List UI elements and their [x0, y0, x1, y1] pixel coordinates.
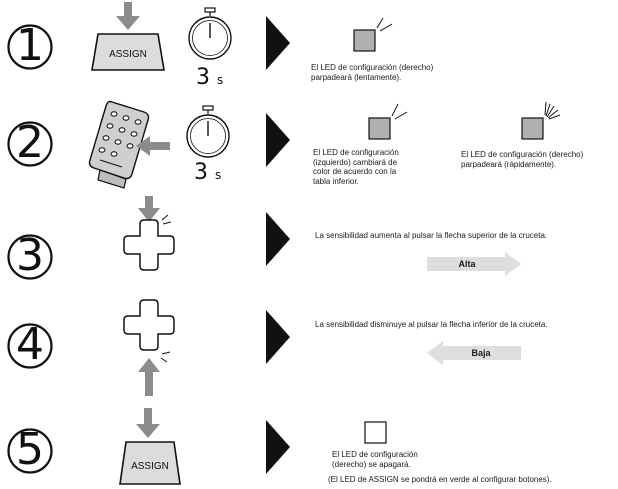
sensitivity-low-arrow: Baja	[427, 341, 521, 365]
remote-control-press	[86, 98, 186, 190]
led-right-blink-slow	[352, 12, 400, 57]
stopwatch-icon	[186, 105, 230, 158]
step4-result-text: La sensibilidad disminuye al pulsar la f…	[315, 320, 548, 329]
assign-button-press-2: ASSIGN	[118, 408, 198, 485]
step2-right-result-text: El LED de configuración (derecho) parpad…	[461, 150, 584, 169]
dpad-up-press	[116, 196, 186, 278]
dpad-icon	[123, 299, 175, 396]
step5-note-text: (El LED de ASSIGN se pondrá en verde al …	[328, 475, 552, 484]
step-number-1: 1	[6, 23, 54, 76]
next-triangle-icon	[266, 310, 290, 364]
led-left-color-change	[367, 100, 415, 149]
step-number-5: 5	[6, 427, 54, 480]
assign-button-press-1: ASSIGN	[88, 2, 168, 72]
stopwatch-icon	[188, 7, 232, 60]
led-icon	[521, 101, 561, 140]
down-arrow-icon	[119, 408, 181, 485]
timer-seconds: 3 s	[194, 160, 222, 185]
left-arrow-icon	[427, 341, 521, 365]
remote-control-icon	[88, 100, 170, 189]
led-icon	[368, 103, 408, 140]
dpad-down-press	[116, 296, 186, 396]
timer-2: 3 s	[184, 104, 232, 184]
assign-button-label: ASSIGN	[109, 49, 147, 60]
timer-seconds: 3 s	[196, 65, 224, 90]
right-arrow-icon	[427, 252, 521, 276]
led-icon	[353, 17, 393, 52]
next-triangle-icon	[266, 420, 290, 474]
step-number-2: 2	[6, 120, 54, 173]
led-right-blink-fast	[520, 98, 568, 147]
next-triangle-icon	[266, 16, 290, 70]
led-icon	[364, 421, 387, 444]
arrow-label-alta: Alta	[458, 259, 476, 269]
step5-result-text: El LED de configuración (derecho) se apa…	[332, 450, 418, 469]
next-triangle-icon	[266, 212, 290, 266]
step3-result-text: La sensibilidad aumenta al pulsar la fle…	[315, 231, 548, 240]
led-right-off	[364, 421, 388, 450]
sensitivity-high-arrow: Alta	[427, 252, 521, 276]
step-number-4: 4	[6, 322, 54, 375]
dpad-icon	[123, 196, 175, 271]
next-triangle-icon	[266, 113, 290, 167]
down-arrow-icon	[91, 2, 165, 71]
assign-button-label: ASSIGN	[131, 461, 169, 472]
step-number-3: 3	[6, 233, 54, 286]
timer-1: 3 s	[186, 6, 234, 89]
arrow-label-baja: Baja	[471, 348, 491, 358]
step1-result-text: El LED de configuración (derecho) parpad…	[311, 63, 434, 82]
step2-left-result-text: El LED de configuración (izquierdo) camb…	[313, 148, 399, 186]
